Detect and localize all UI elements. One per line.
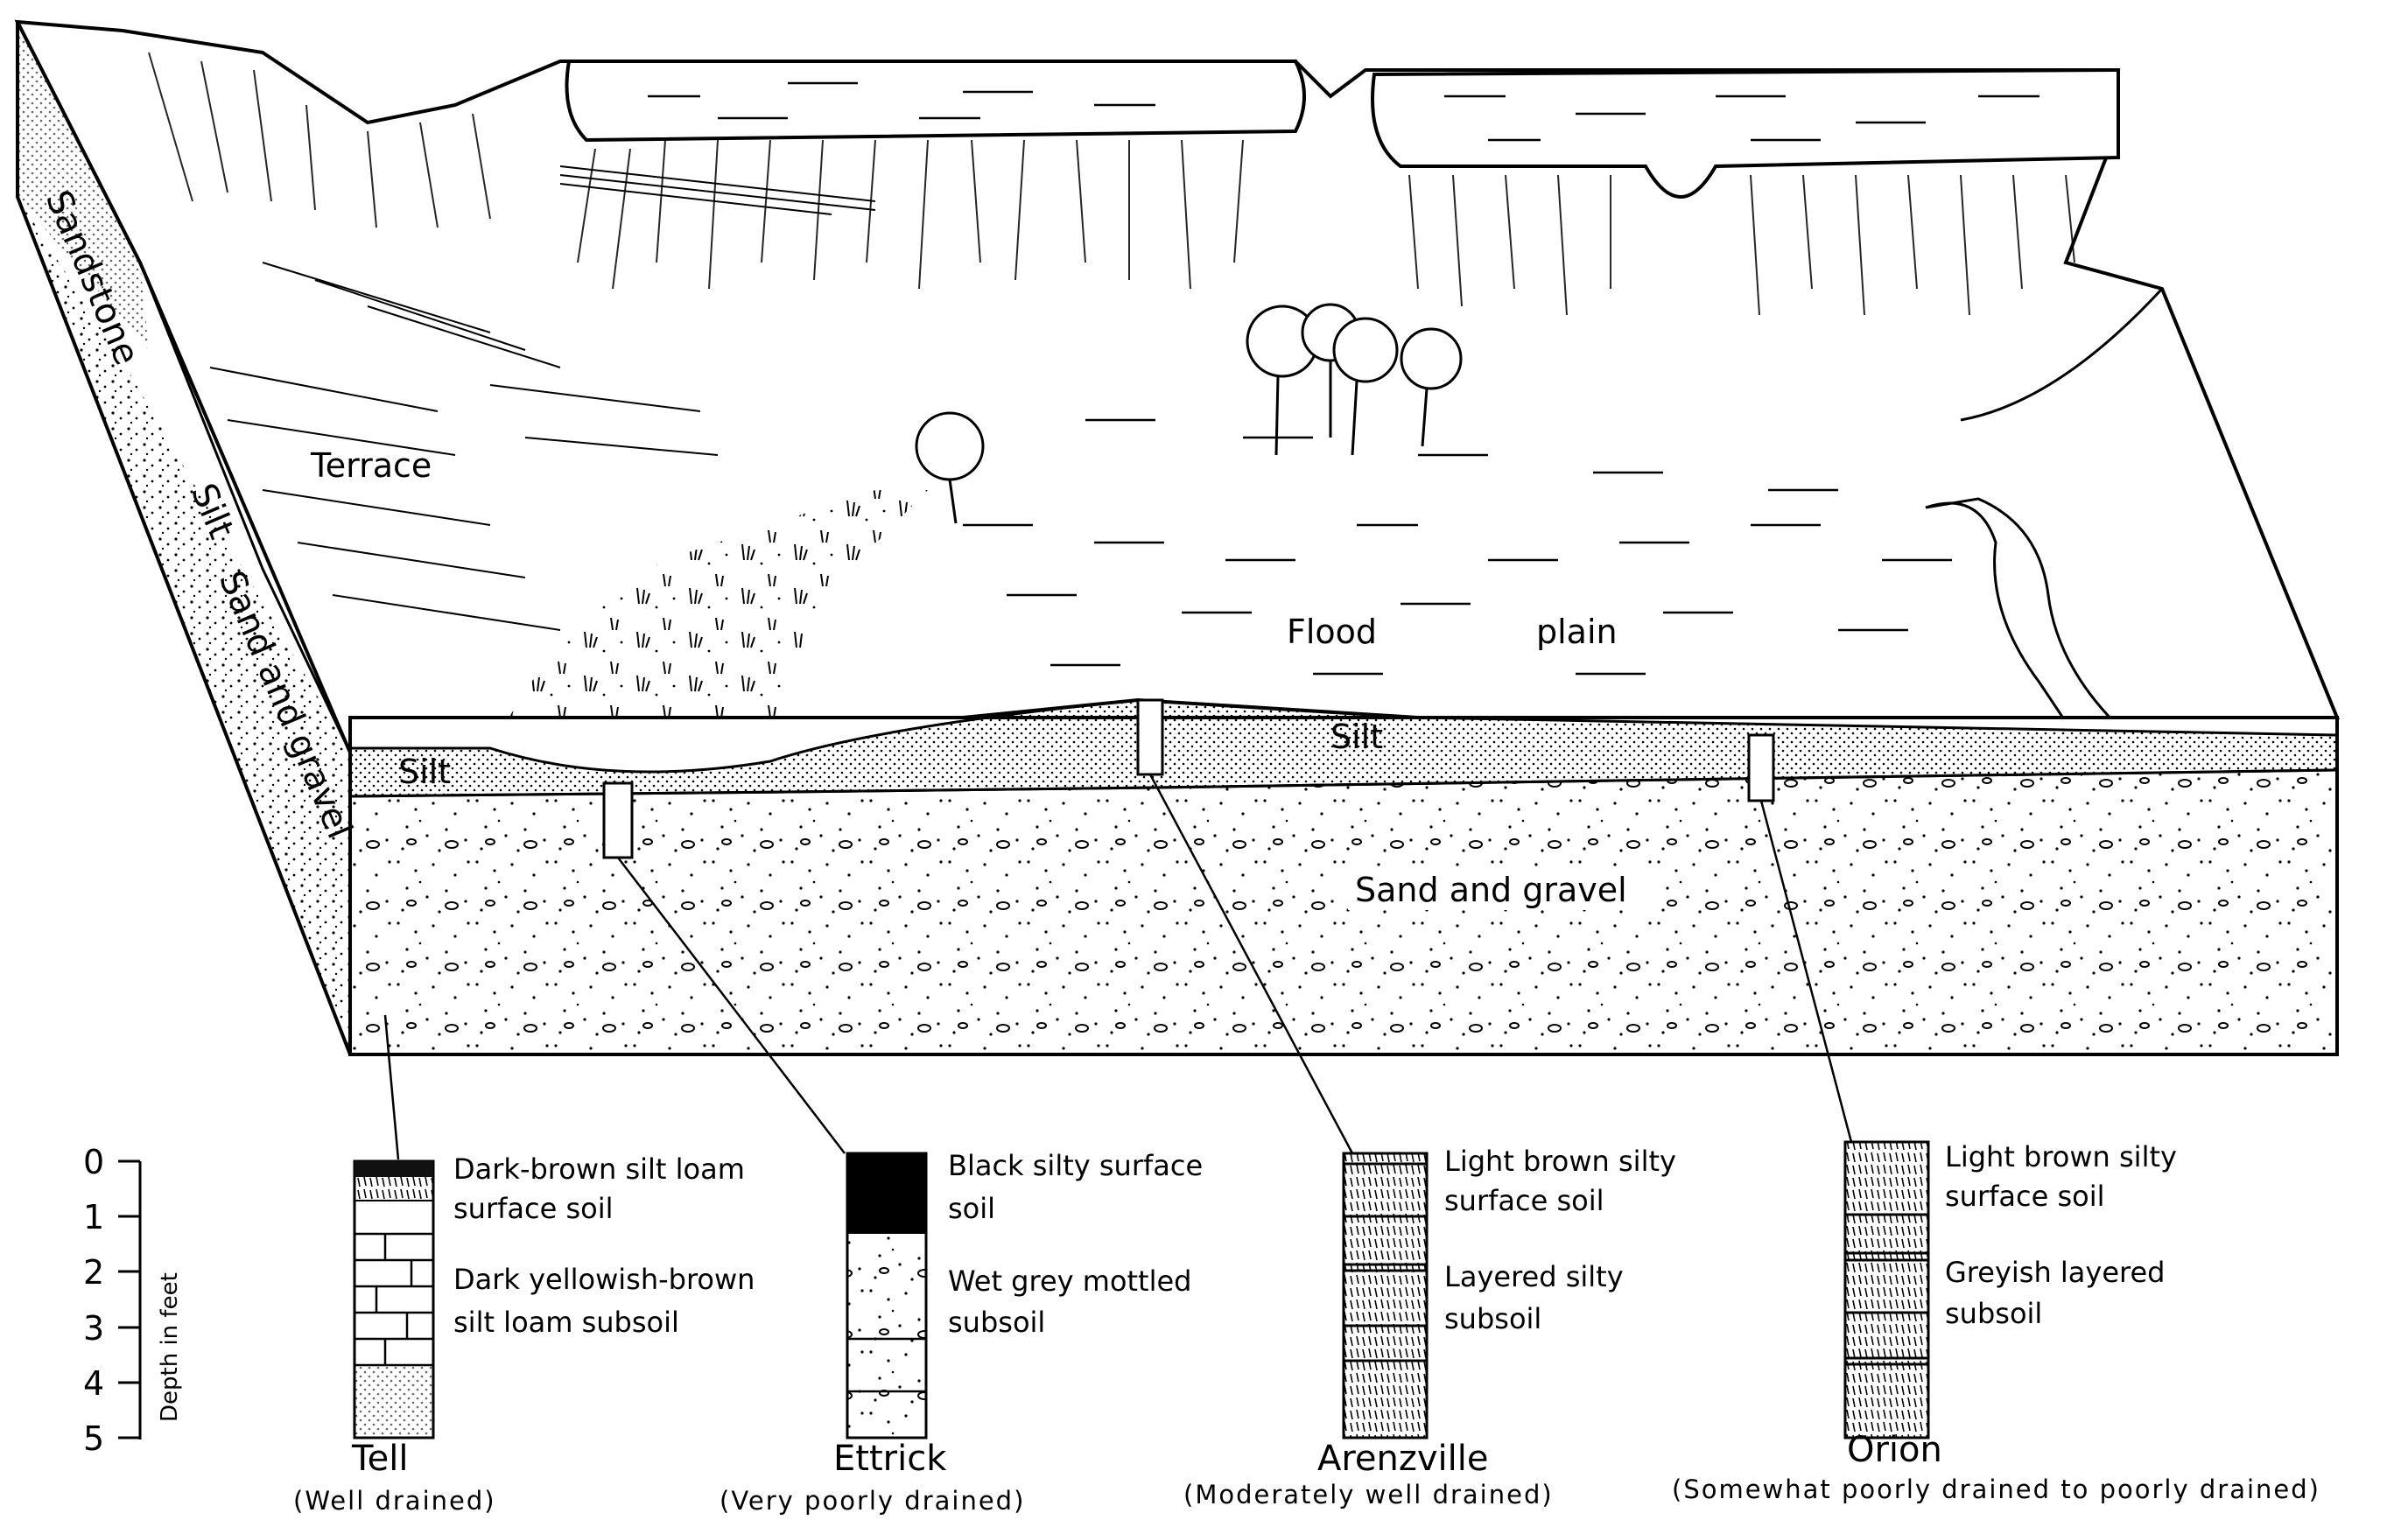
profile-tell-drainage: (Well drained) xyxy=(293,1486,496,1516)
profile-ettrick-desc-top-2: soil xyxy=(948,1192,995,1225)
profile-arenzville-desc-bottom-1: Layered silty xyxy=(1444,1260,1624,1293)
probe-columns xyxy=(602,698,1775,859)
leader-lines xyxy=(383,774,1853,1160)
label-flood: Flood xyxy=(1287,613,1377,651)
front-sand-gravel-layer xyxy=(348,768,2339,1056)
side-sand-gravel-layer xyxy=(18,197,350,1054)
label-plain: plain xyxy=(1536,613,1618,651)
profile-orion-name: Orion xyxy=(1847,1430,1942,1470)
profile-ettrick-name: Ettrick xyxy=(833,1439,947,1479)
profile-arenzville-drainage: (Moderately well drained) xyxy=(1183,1480,1554,1509)
profile-orion-desc-bottom-2: subsoil xyxy=(1945,1297,2042,1330)
mesa-top-left xyxy=(565,60,1306,143)
block-diagram: Sandstone Silt Sand and gravel Terrace F… xyxy=(14,19,2340,1160)
profile-arenzville-desc-bottom-2: subsoil xyxy=(1444,1302,1541,1335)
profile-arenzville-name: Arenzville xyxy=(1317,1439,1489,1479)
label-terrace: Terrace xyxy=(310,446,432,485)
profile-tell-desc-top-2: surface soil xyxy=(453,1192,613,1225)
profile-tell-desc-bottom-2: silt loam subsoil xyxy=(453,1306,679,1339)
mesa-top-right xyxy=(1371,67,2120,199)
profile-orion-desc-top-1: Light brown silty xyxy=(1945,1140,2177,1173)
depth-tick-3: 3 xyxy=(83,1309,104,1348)
profile-orion-desc-bottom-1: Greyish layered xyxy=(1945,1256,2165,1289)
depth-tick-2: 2 xyxy=(83,1253,104,1292)
depth-tick-0: 0 xyxy=(83,1143,104,1181)
profile-ettrick-desc-top-1: Black silty surface xyxy=(948,1149,1203,1182)
depth-axis: 0 1 2 3 4 5 Depth in feet xyxy=(83,1143,183,1458)
depth-tick-4: 4 xyxy=(83,1364,104,1403)
profile-ettrick-desc-bottom-1: Wet grey mottled xyxy=(948,1264,1191,1298)
profile-tell-desc-bottom-1: Dark yellowish-brown xyxy=(453,1263,755,1296)
profile-orion: Orion (Somewhat poorly drained to poorly… xyxy=(1672,1140,2320,1504)
label-silt-front-right: Silt xyxy=(1330,718,1383,756)
profile-ettrick-drainage: (Very poorly drained) xyxy=(720,1486,1025,1516)
grass-band xyxy=(490,490,928,753)
profile-arenzville-desc-top-2: surface soil xyxy=(1444,1184,1604,1217)
trees xyxy=(915,303,1463,524)
side-sandstone-layer xyxy=(18,22,149,350)
profile-ettrick: Ettrick (Very poorly drained) Black silt… xyxy=(720,1149,1203,1516)
profile-tell-desc-top-1: Dark-brown silt loam xyxy=(453,1152,745,1186)
depth-tick-1: 1 xyxy=(83,1198,104,1236)
profile-tell: Tell (Well drained) Dark-brown silt loam… xyxy=(293,1152,755,1516)
profile-orion-drainage: (Somewhat poorly drained to poorly drain… xyxy=(1672,1474,2320,1504)
profile-tell-name: Tell xyxy=(351,1439,408,1479)
profile-arenzville-desc-top-1: Light brown silty xyxy=(1444,1145,1676,1178)
profile-arenzville: Arenzville (Moderately well drained) Lig… xyxy=(1183,1145,1676,1509)
label-silt-front-left: Silt xyxy=(398,753,451,791)
depth-axis-label: Depth in feet xyxy=(157,1272,183,1422)
depth-tick-5: 5 xyxy=(83,1419,104,1458)
profile-ettrick-desc-bottom-2: subsoil xyxy=(948,1306,1045,1339)
profile-orion-desc-top-2: surface soil xyxy=(1945,1180,2104,1213)
label-sand-gravel-front: Sand and gravel xyxy=(1355,871,1627,909)
